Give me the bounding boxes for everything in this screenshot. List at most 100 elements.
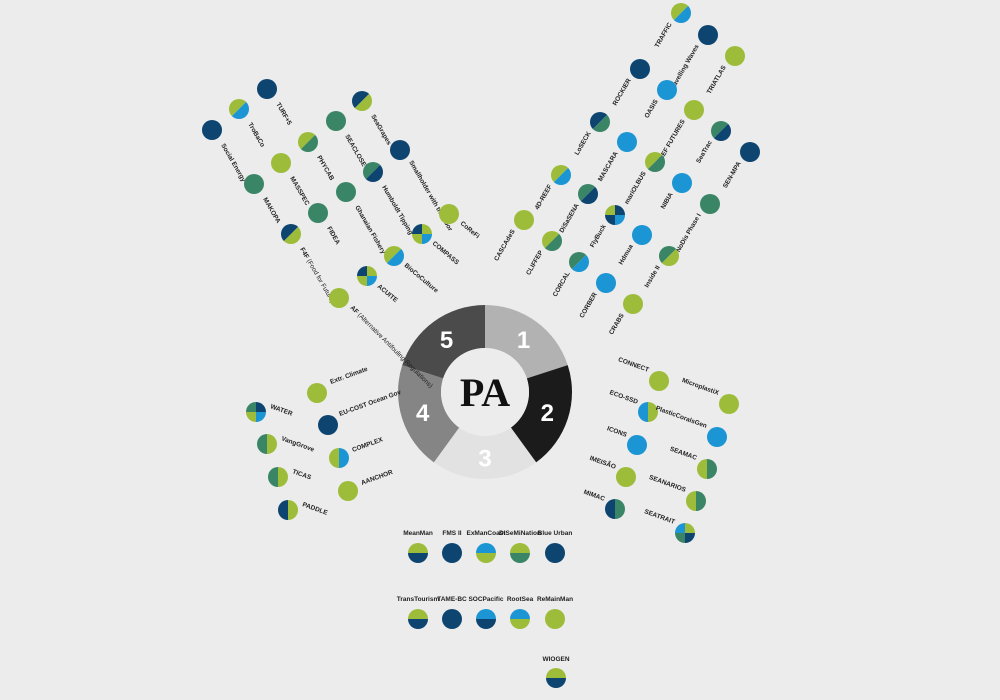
project-phycab[interactable]: PHYCAB (298, 132, 335, 182)
project-mascara[interactable]: MASCARA (597, 132, 637, 183)
project-meanman-circle[interactable] (408, 543, 428, 563)
project-vanggrove-circle[interactable] (257, 434, 277, 454)
project-mimac-circle[interactable] (605, 499, 625, 519)
project-rockier-circle[interactable] (630, 59, 650, 79)
project-rootsea[interactable]: RootSea (507, 596, 534, 629)
project-travelling-waves-circle[interactable] (698, 25, 718, 45)
project-fidea-circle[interactable] (308, 203, 328, 223)
project-plasticcoralsgen[interactable]: PlasticCoralsGen (655, 405, 727, 447)
project-extr-climate[interactable]: Extr. Climate (307, 366, 369, 403)
project-icons[interactable]: ICONS (606, 425, 647, 455)
project-inside-ii-circle[interactable] (659, 246, 679, 266)
hub-segment-1[interactable] (485, 305, 568, 379)
project-rockier[interactable]: ROCKIER (612, 59, 650, 107)
project-crabs-circle[interactable] (623, 294, 643, 314)
project-corber-circle[interactable] (596, 273, 616, 293)
project-corefi-circle[interactable] (439, 204, 459, 224)
project-seagrapes[interactable]: SeaGrapes (352, 91, 393, 147)
project-cascades[interactable]: CASCAdeS (493, 210, 534, 262)
project-4d-reef[interactable]: 4D-REEF (534, 165, 571, 211)
project-cascades-circle[interactable] (514, 210, 534, 230)
project-socpacific[interactable]: SOCPacific (468, 596, 504, 629)
project-phycab-circle[interactable] (298, 132, 318, 152)
project-nodis-phase-i-circle[interactable] (700, 194, 720, 214)
project-seamac-circle[interactable] (697, 459, 717, 479)
project-meanman[interactable]: MeanMan (403, 530, 433, 563)
project-loseck[interactable]: LoSECK (574, 112, 610, 157)
project-fms-ii-circle[interactable] (442, 543, 462, 563)
project-hdmua[interactable]: Hdmua (618, 225, 652, 266)
project-seamac[interactable]: SEAMAC (669, 446, 717, 479)
project-wiogen[interactable]: WIOGEN (542, 656, 570, 688)
project-mimac[interactable]: MIMAC (583, 489, 625, 519)
project-microplastix[interactable]: MicroplastiX (681, 377, 739, 414)
project-acuite-circle[interactable] (357, 266, 377, 286)
project-water-circle[interactable] (246, 402, 266, 422)
project-triatlas[interactable]: TRIATLAS (706, 46, 745, 95)
project-corcal[interactable]: CORCAL (552, 252, 589, 298)
project-exmancoast[interactable]: ExManCoast (466, 530, 506, 563)
project-eco-ssd-circle[interactable] (638, 402, 658, 422)
project-connect-circle[interactable] (649, 371, 669, 391)
hub-segment-5[interactable] (402, 305, 485, 379)
project-humboldt-tipping-circle[interactable] (363, 162, 383, 182)
project-disasena[interactable]: DiSaSENA (558, 184, 598, 234)
project-ghanaian-fishery-circle[interactable] (336, 182, 356, 202)
project-seagrapes-circle[interactable] (352, 91, 372, 111)
project-disemination[interactable]: DiSeMiNation (499, 530, 541, 563)
project-complex-circle[interactable] (329, 448, 349, 468)
project-biococulture[interactable]: BioCoCulture (384, 246, 440, 295)
project-eu-cost-ocean-gov[interactable]: EU-COST Ocean Gov (318, 389, 402, 435)
project-eco-ssd[interactable]: ECO-SSD (608, 389, 658, 422)
project-fms-ii[interactable]: FMS II (442, 530, 462, 563)
project-mariolbus[interactable]: mariOLBUS (623, 152, 665, 206)
project-plasticcoralsgen-circle[interactable] (707, 427, 727, 447)
project-makopa-circle[interactable] (244, 174, 264, 194)
project-turf-5-circle[interactable] (257, 79, 277, 99)
project-acuite[interactable]: ACUITE (357, 266, 399, 305)
project-hdmua-circle[interactable] (632, 225, 652, 245)
project-eu-cost-ocean-gov-circle[interactable] (318, 415, 338, 435)
project-reef-futures-circle[interactable] (684, 100, 704, 120)
project-oasis[interactable]: OASIS (644, 80, 677, 120)
project-oasis-circle[interactable] (657, 80, 677, 100)
project-corcal-circle[interactable] (569, 252, 589, 272)
project-corefi[interactable]: CoReFi (439, 204, 481, 240)
project-microplastix-circle[interactable] (719, 394, 739, 414)
project-cliffep[interactable]: CLIFFEP (525, 231, 562, 276)
project-exmancoast-circle[interactable] (476, 543, 496, 563)
project-paddle[interactable]: PADDLE (278, 500, 329, 520)
project-tame-bc[interactable]: TAME-BC (437, 596, 467, 629)
project-biococulture-circle[interactable] (384, 246, 404, 266)
project-complex[interactable]: COMPLEX (329, 436, 385, 468)
project-remainman-circle[interactable] (545, 609, 565, 629)
project-aanchor-circle[interactable] (338, 481, 358, 501)
project-sen-mpa-circle[interactable] (740, 142, 760, 162)
project-nibia[interactable]: NIBIA (660, 173, 692, 210)
project-af-circle[interactable] (329, 288, 349, 308)
project-trobaco[interactable]: TroBaCo (229, 99, 266, 148)
project-inside-ii[interactable]: Inside II (644, 246, 679, 289)
project-seanarios[interactable]: SEANARIOS (648, 474, 706, 511)
project-traffic[interactable]: TRAFFIC (654, 3, 691, 49)
project-extr-climate-circle[interactable] (307, 383, 327, 403)
project-imeis-o[interactable]: IMEISÃO (589, 453, 636, 487)
project-mascara-circle[interactable] (617, 132, 637, 152)
project-compass[interactable]: COMPASS (412, 224, 461, 267)
project-seaclose-circle[interactable] (326, 111, 346, 131)
project-compass-circle[interactable] (412, 224, 432, 244)
project-wiogen-circle[interactable] (546, 668, 566, 688)
project-tame-bc-circle[interactable] (442, 609, 462, 629)
project-icons-circle[interactable] (627, 435, 647, 455)
project-trobaco-circle[interactable] (229, 99, 249, 119)
hub-segment-4[interactable] (398, 365, 460, 463)
project-vanggrove[interactable]: VangGrove (257, 434, 315, 454)
project-imeis-o-circle[interactable] (616, 467, 636, 487)
project-fidea[interactable]: FIDEA (308, 203, 341, 246)
project-triatlas-circle[interactable] (725, 46, 745, 66)
project-sen-mpa[interactable]: SEN-MPA (722, 142, 760, 190)
project-flybuck-circle[interactable] (605, 205, 625, 225)
project-seatrait-circle[interactable] (675, 523, 695, 543)
project-social-energy-circle[interactable] (202, 120, 222, 140)
hub-segment-2[interactable] (510, 365, 572, 463)
